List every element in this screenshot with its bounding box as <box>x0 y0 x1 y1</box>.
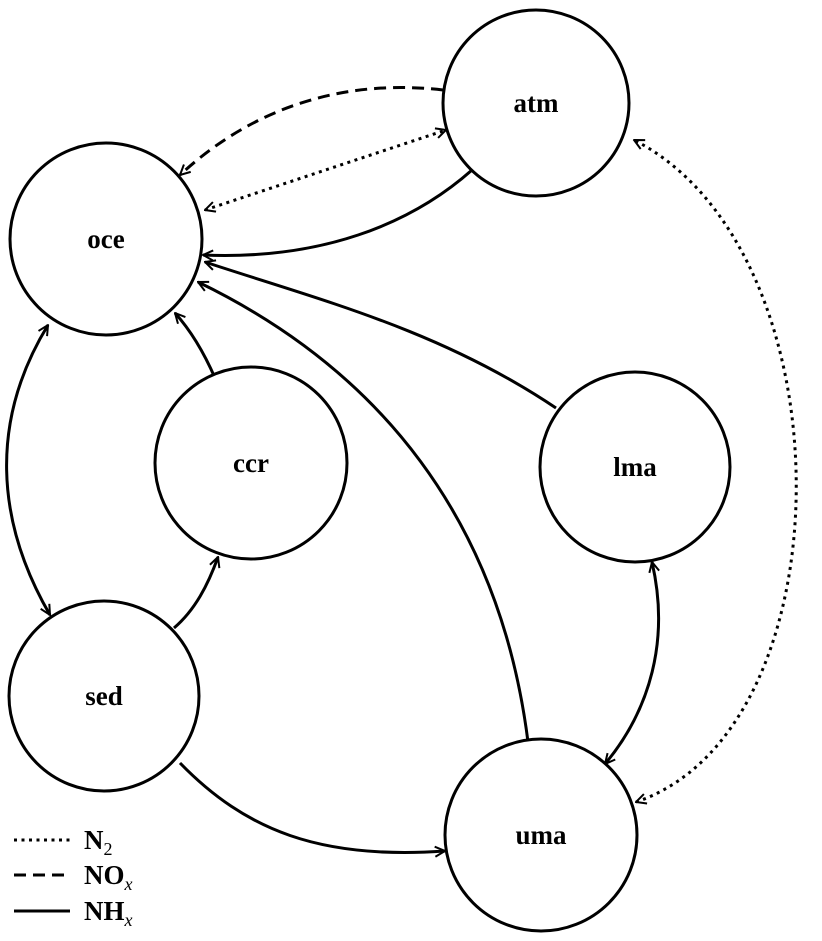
node-uma-label: uma <box>515 820 567 850</box>
node-atm-circle <box>441 8 631 198</box>
node-sed-label: sed <box>85 681 123 711</box>
node-lma-label: lma <box>613 452 657 482</box>
node-uma-circle <box>443 737 639 933</box>
edge-oce-sed-nhx <box>5 325 52 615</box>
node-oce-circle <box>8 141 204 337</box>
node-lma-circle <box>538 370 732 564</box>
node-sed-circle <box>7 599 201 793</box>
node-lma: lma <box>538 370 732 564</box>
legend-item-nox: NOx <box>14 860 133 894</box>
node-oce: oce <box>8 141 204 337</box>
legend-label-n2: N2 <box>84 825 113 859</box>
node-ccr-label: ccr <box>233 448 269 478</box>
edge-atm-oce-nhx <box>203 168 473 255</box>
node-uma: uma <box>443 737 639 933</box>
legend: N2 NOx NHx <box>14 825 133 930</box>
node-ccr: ccr <box>153 365 349 561</box>
edge-uma-atm-n2 <box>634 138 798 802</box>
edge-sed-uma-nhx <box>178 761 445 853</box>
legend-label-nhx: NHx <box>84 896 133 930</box>
node-ccr-circle <box>153 365 349 561</box>
edges <box>5 86 798 853</box>
edge-sed-ccr-nhx <box>173 557 218 630</box>
edge-atm-oce-nox <box>180 86 444 175</box>
edge-lma-oce-nhx <box>205 262 557 410</box>
legend-item-n2: N2 <box>14 825 113 859</box>
edge-ccr-oce-nhx <box>175 313 217 379</box>
edge-atm-oce-n2 <box>205 130 446 210</box>
legend-label-nox: NOx <box>84 860 133 894</box>
node-atm-label: atm <box>514 88 559 118</box>
legend-item-nhx: NHx <box>14 896 133 930</box>
node-sed: sed <box>7 599 201 793</box>
node-atm: atm <box>441 8 631 198</box>
node-oce-label: oce <box>87 224 124 254</box>
edge-lma-uma-nhx <box>605 562 661 764</box>
edge-uma-oce-nhx <box>198 280 530 743</box>
